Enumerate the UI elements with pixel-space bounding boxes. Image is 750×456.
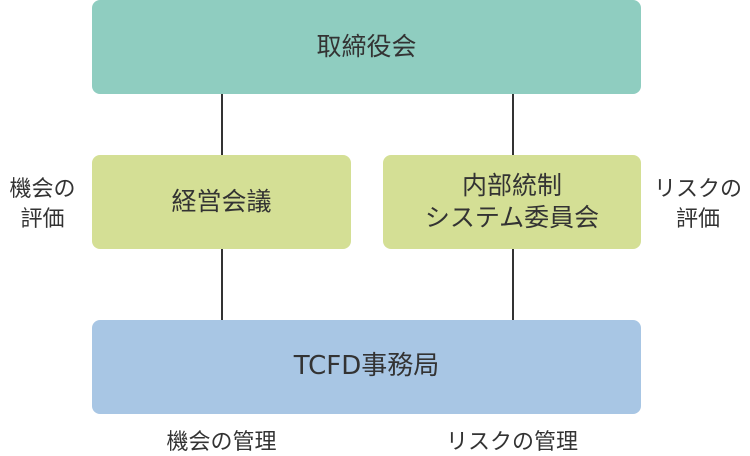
tcfd-office-label: TCFD事務局 [293,351,440,382]
board-of-directors-box: 取締役会 [92,0,641,94]
opportunity-management-label: 機会の管理 [166,430,277,455]
connector-board-internal-control [512,94,514,155]
internal-control-label-line2: システム委員会 [424,203,600,232]
risk-management-label: リスクの管理 [445,430,578,455]
opportunity-evaluation-line1: 機会の [9,177,76,202]
connector-management-tcfd [221,249,223,320]
connector-board-management [221,94,223,155]
opportunity-evaluation-line2: 評価 [20,206,65,232]
risk-evaluation-line1: リスクの [653,177,742,202]
opportunity-evaluation-label: 機会の 評価 [0,175,85,234]
internal-control-label-line1: 内部統制 [461,170,562,200]
risk-evaluation-label: リスクの 評価 [646,175,750,234]
board-of-directors-label: 取締役会 [316,31,417,61]
internal-control-committee-box: 内部統制 システム委員会 [383,155,641,249]
tcfd-office-box: TCFD事務局 [92,320,641,414]
risk-evaluation-line2: 評価 [675,206,720,232]
management-meeting-box: 経営会議 [92,155,351,249]
connector-internal-control-tcfd [512,249,514,320]
management-meeting-label: 経営会議 [171,186,272,216]
